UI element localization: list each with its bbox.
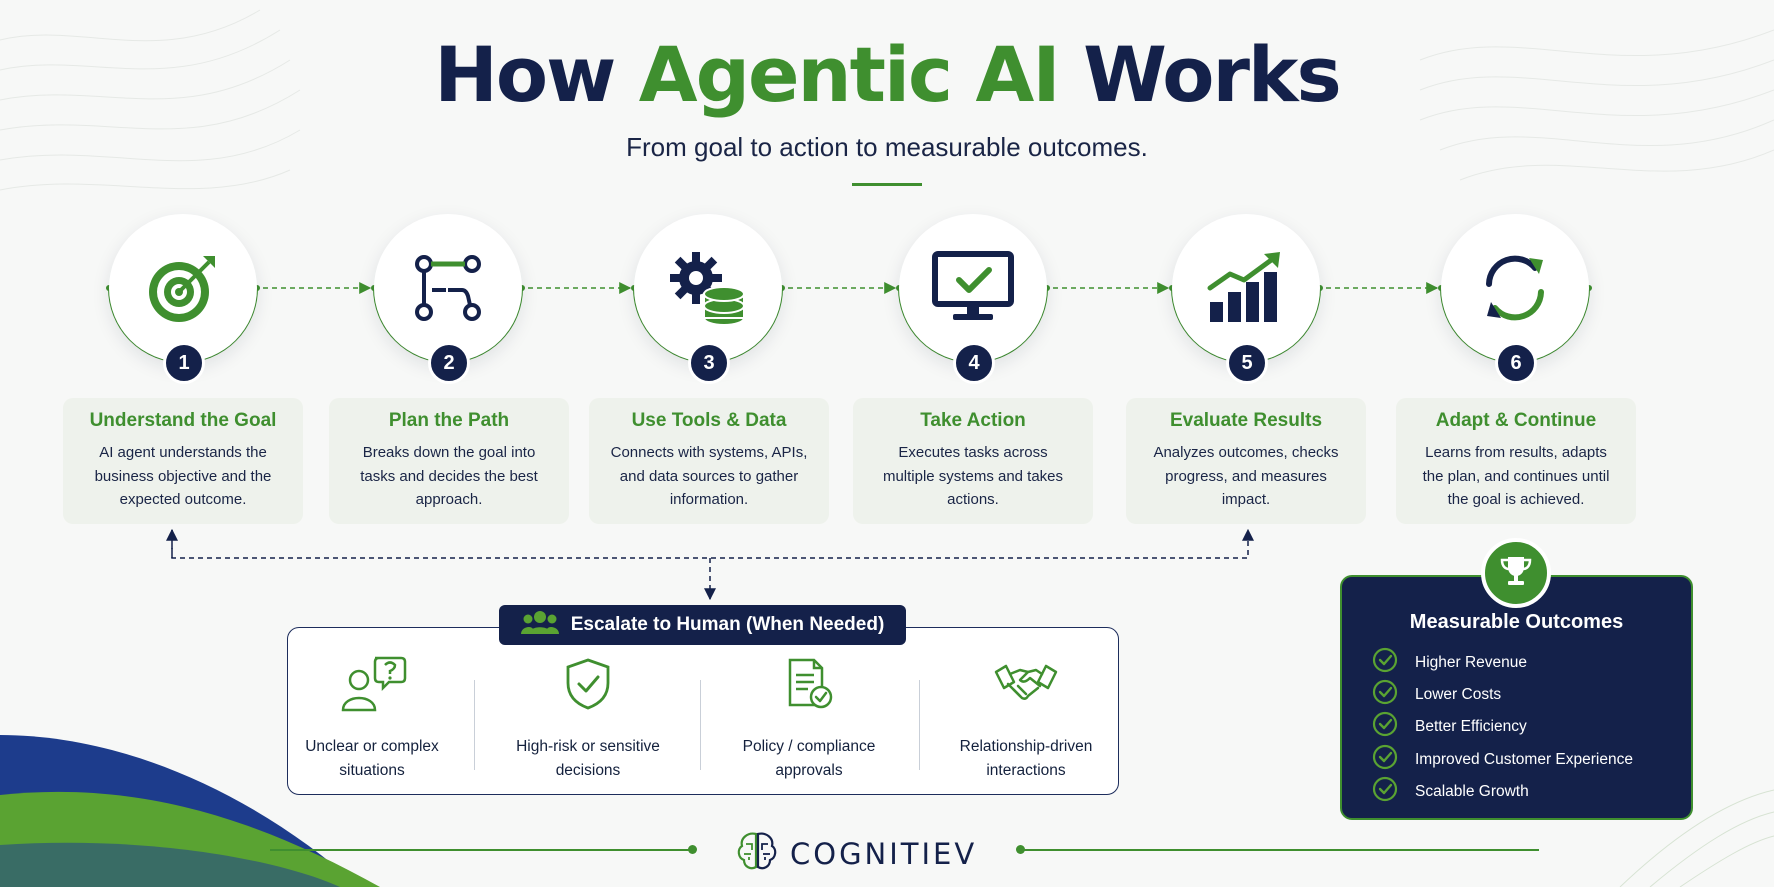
people-group-icon bbox=[520, 610, 559, 640]
step-6-card: Adapt & Continue Learns from results, ad… bbox=[1396, 398, 1636, 524]
outcome-item: Higher Revenue bbox=[1372, 647, 1527, 678]
footer-dot-right bbox=[1016, 845, 1025, 854]
workflow-icon bbox=[410, 250, 486, 326]
title-part-2: Agentic AI bbox=[638, 30, 1061, 119]
step-5-number: 5 bbox=[1226, 342, 1268, 384]
step-4-number: 4 bbox=[953, 342, 995, 384]
step-2-description: Breaks down the goal into tasks and deci… bbox=[360, 444, 538, 508]
step-4-card: Take Action Executes tasks across multip… bbox=[853, 398, 1093, 524]
gear-database-icon bbox=[666, 248, 750, 328]
handshake-icon bbox=[994, 660, 1058, 713]
escalation-panel bbox=[287, 627, 1119, 795]
refresh-cycle-icon bbox=[1477, 250, 1553, 326]
step-2-number: 2 bbox=[428, 342, 470, 384]
outcome-label: Improved Customer Experience bbox=[1415, 750, 1633, 768]
escalation-item-high-risk: High-risk or sensitive decisions bbox=[488, 655, 688, 783]
step-3-card: Use Tools & Data Connects with systems, … bbox=[589, 398, 829, 524]
monitor-check-icon bbox=[931, 250, 1015, 326]
step-6-description: Learns from results, adapts the plan, an… bbox=[1422, 444, 1610, 508]
outcome-label: Scalable Growth bbox=[1415, 782, 1529, 800]
trophy-icon bbox=[1498, 553, 1534, 594]
outcomes-title: Measurable Outcomes bbox=[1409, 611, 1624, 633]
brand-footer: COGNITIEV bbox=[734, 828, 977, 879]
step-4-description: Executes tasks across multiple systems a… bbox=[882, 444, 1064, 508]
brain-logo-icon bbox=[734, 828, 780, 879]
page-subtitle: From goal to action to measurable outcom… bbox=[626, 132, 1148, 162]
step-6-title: Adapt & Continue bbox=[1435, 410, 1597, 431]
check-circle-icon bbox=[1372, 744, 1398, 775]
brand-name: COGNITIEV bbox=[790, 836, 978, 871]
escalation-item-relationship: Relationship-driven interactions bbox=[926, 655, 1126, 783]
target-icon bbox=[143, 248, 223, 328]
growth-chart-icon bbox=[1204, 250, 1288, 326]
check-circle-icon bbox=[1372, 679, 1398, 710]
step-1-card: Understand the Goal AI agent understands… bbox=[63, 398, 303, 524]
escalation-item-label: Policy / compliance approvals bbox=[742, 738, 876, 779]
step-3-title: Use Tools & Data bbox=[631, 410, 787, 431]
step-1-description: AI agent understands the business object… bbox=[94, 444, 272, 508]
escalation-item-label: High-risk or sensitive decisions bbox=[516, 738, 660, 779]
step-6-circle bbox=[1441, 214, 1589, 362]
step-5-circle bbox=[1172, 214, 1320, 362]
escalation-divider bbox=[474, 680, 475, 770]
outcome-item: Improved Customer Experience bbox=[1372, 744, 1633, 775]
step-3-circle bbox=[634, 214, 782, 362]
escalation-item-unclear: Unclear or complex situations bbox=[272, 655, 472, 783]
outcome-label: Lower Costs bbox=[1415, 685, 1502, 703]
step-1-number: 1 bbox=[163, 342, 205, 384]
step-2-title: Plan the Path bbox=[388, 410, 510, 431]
check-circle-icon bbox=[1372, 776, 1398, 807]
person-question-icon bbox=[337, 654, 407, 719]
check-circle-icon bbox=[1372, 711, 1398, 742]
step-2-card: Plan the Path Breaks down the goal into … bbox=[329, 398, 569, 524]
step-1-circle bbox=[109, 214, 257, 362]
step-5-title: Evaluate Results bbox=[1169, 410, 1323, 431]
escalation-item-label: Unclear or complex situations bbox=[305, 738, 439, 779]
title-part-1: How bbox=[434, 30, 616, 119]
outcome-item: Scalable Growth bbox=[1372, 776, 1529, 807]
step-2-circle bbox=[374, 214, 522, 362]
step-3-number: 3 bbox=[688, 342, 730, 384]
step-1-title: Understand the Goal bbox=[89, 410, 277, 431]
escalation-item-label: Relationship-driven interactions bbox=[959, 738, 1093, 779]
footer-rule-left bbox=[270, 849, 690, 851]
step-4-title: Take Action bbox=[920, 410, 1026, 431]
outcome-item: Better Efficiency bbox=[1372, 711, 1527, 742]
escalation-item-policy: Policy / compliance approvals bbox=[709, 655, 909, 783]
escalation-title: Escalate to Human (When Needed) bbox=[570, 614, 885, 635]
subtitle-divider bbox=[852, 183, 922, 186]
step-5-description: Analyzes outcomes, checks progress, and … bbox=[1153, 444, 1339, 508]
escalation-header: Escalate to Human (When Needed) bbox=[499, 605, 906, 645]
escalation-divider bbox=[919, 680, 920, 770]
step-5-card: Evaluate Results Analyzes outcomes, chec… bbox=[1126, 398, 1366, 524]
step-4-circle bbox=[899, 214, 1047, 362]
escalation-divider bbox=[700, 680, 701, 770]
document-check-icon bbox=[784, 657, 834, 716]
footer-dot-left bbox=[688, 845, 697, 854]
outcome-label: Better Efficiency bbox=[1415, 717, 1527, 735]
shield-check-icon bbox=[563, 657, 613, 716]
footer-rule-right bbox=[1024, 849, 1539, 851]
step-3-description: Connects with systems, APIs, and data so… bbox=[610, 444, 808, 508]
outcome-label: Higher Revenue bbox=[1415, 653, 1528, 671]
step-6-number: 6 bbox=[1495, 342, 1537, 384]
trophy-badge bbox=[1481, 538, 1551, 608]
title-part-3: Works bbox=[1083, 30, 1342, 119]
check-circle-icon bbox=[1372, 647, 1398, 678]
outcome-item: Lower Costs bbox=[1372, 679, 1501, 710]
page-title: How Agentic AI Works bbox=[0, 30, 1774, 119]
